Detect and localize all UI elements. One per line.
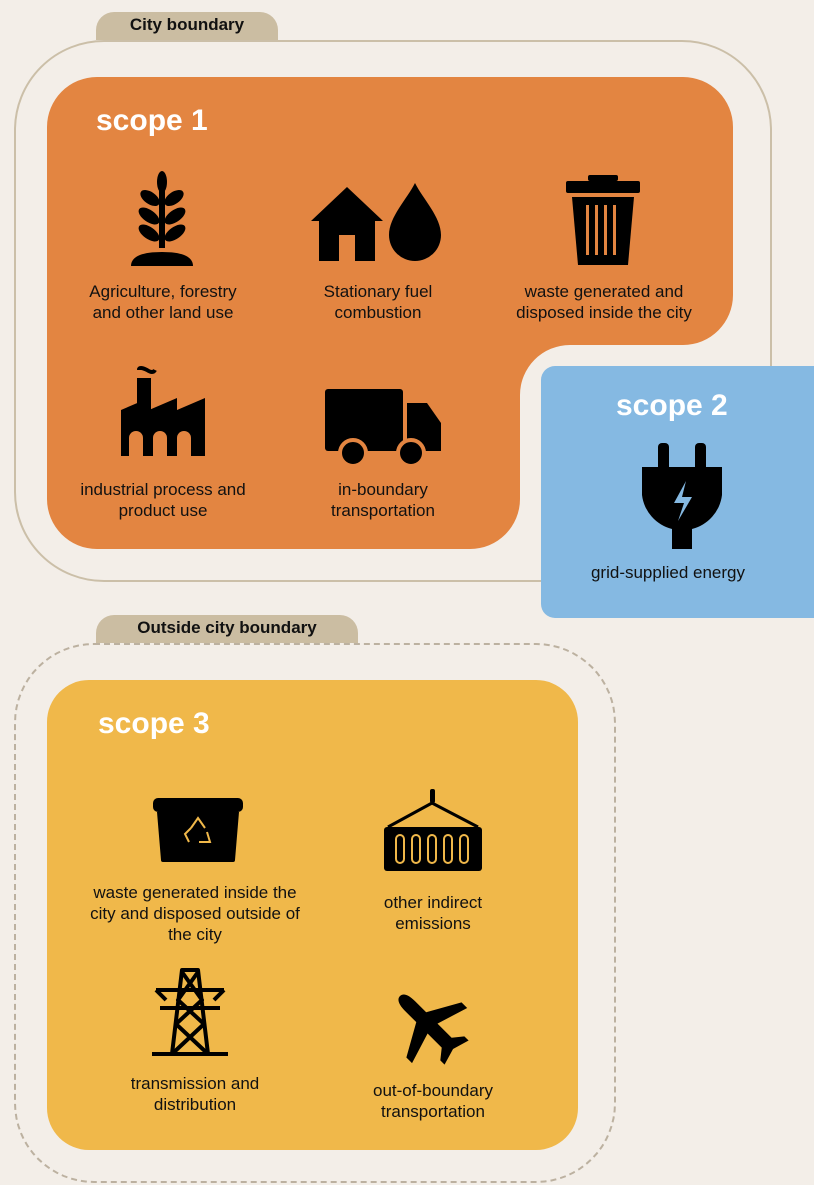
recycling-bin-icon [153,798,243,862]
scope3-title: scope 3 [98,707,210,740]
scope1-item-stationary-label: Stationary fuel combustion [323,282,433,322]
scope1-panel [47,77,733,549]
scope1-item-industrial-label: industrial process and product use [80,480,246,520]
outside-boundary-outline [14,643,616,1183]
scope1-title: scope 1 [96,104,208,137]
scope2-title: scope 2 [616,389,728,422]
scope1-item-waste-label: waste generated and disposed inside the … [516,282,692,322]
scope3-item-transmission-label: transmission and distribution [130,1074,260,1114]
plant-icon [131,171,193,266]
scope3-panel [47,680,578,1150]
scope3-item-airplane-label: out-of-boundary transportation [372,1081,494,1121]
airplane-icon [398,994,469,1065]
truck-icon [325,389,441,468]
factory-icon [121,366,205,456]
trash-bin-icon [566,175,640,265]
scope3-item-waste-label: waste generated inside the city and disp… [90,883,300,944]
city-boundary-outline [14,40,772,582]
electric-plug-icon [642,443,722,549]
scope1-item-agriculture-label: Agriculture, forestry and other land use [89,282,237,322]
shipping-container-icon [384,789,482,871]
scope1-item-transport-label: in-boundary transportation [331,480,435,520]
scope2-item-grid-label: grid-supplied energy [590,563,746,582]
outside-boundary-tab: Outside city boundary [96,615,358,643]
transmission-tower-icon [152,968,228,1056]
scope3-item-indirect-label: other indirect emissions [383,893,483,933]
city-boundary-tab: City boundary [96,12,278,40]
house-and-droplet-icon [311,183,441,261]
